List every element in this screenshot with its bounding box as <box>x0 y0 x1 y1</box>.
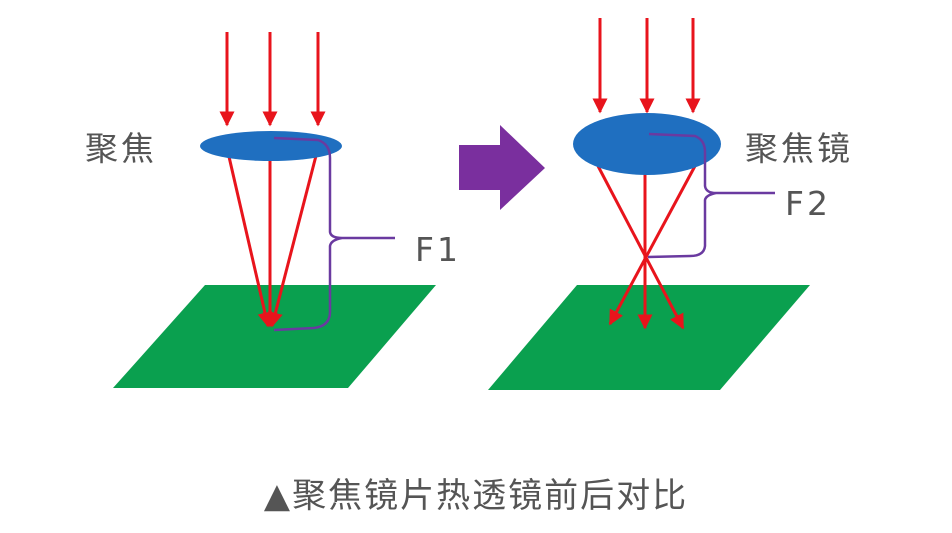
left-focal-label: F1 <box>415 230 461 269</box>
right-crossing-beam <box>596 165 685 330</box>
right-crossing-beam <box>608 165 697 326</box>
left-panel: 聚焦 F1 <box>85 32 461 388</box>
left-lens <box>200 131 342 161</box>
transition-arrow <box>459 125 545 210</box>
left-lens-label: 聚焦 <box>85 129 157 168</box>
right-focal-label: F2 <box>785 184 831 223</box>
left-converging-beam <box>225 147 273 328</box>
right-lens <box>573 113 721 175</box>
left-focal-bracket <box>273 136 395 332</box>
figure-caption: ▲聚焦镜片热透镜前后对比 <box>264 476 688 516</box>
left-workpiece <box>113 285 436 388</box>
right-workpiece <box>488 285 810 390</box>
left-converging-beam <box>268 147 320 328</box>
right-focal-bracket <box>647 132 775 259</box>
right-lens-label: 聚焦镜 <box>745 129 853 168</box>
right-panel: 聚焦镜 F2 <box>488 18 853 390</box>
